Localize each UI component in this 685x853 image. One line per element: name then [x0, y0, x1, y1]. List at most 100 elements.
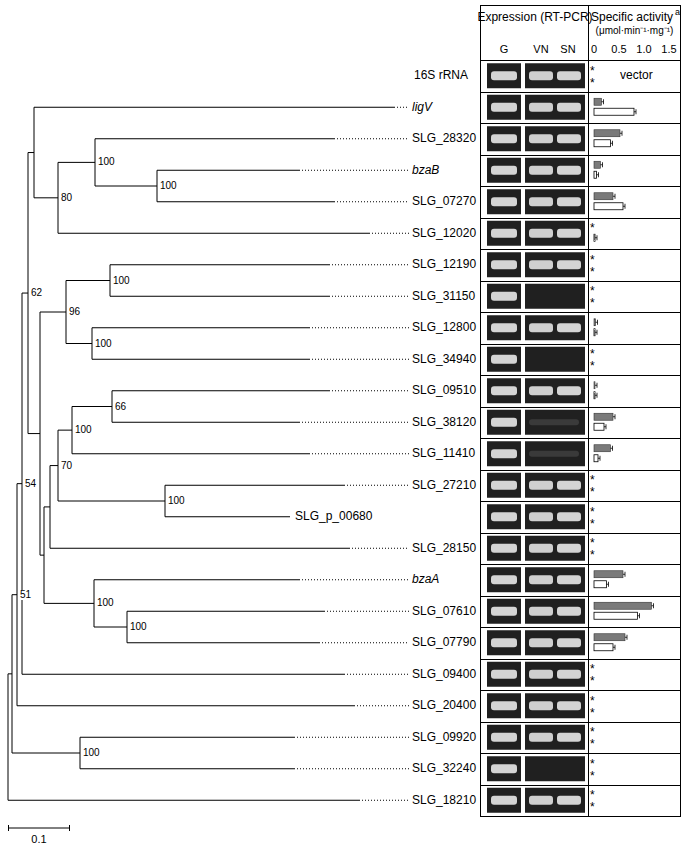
table-row-line [480, 407, 681, 408]
bar-gray [594, 193, 613, 200]
gel-image [487, 630, 521, 655]
gene-label: SLG_09400 [412, 668, 476, 680]
gel-band [557, 512, 581, 521]
tree-branch [165, 516, 290, 517]
bar-white [594, 423, 604, 430]
tree-branch [157, 201, 335, 202]
gel-band [557, 575, 581, 584]
gel-image [525, 221, 585, 246]
gel-image [487, 221, 521, 246]
tree-branch [44, 603, 94, 604]
tree-branch [165, 485, 345, 486]
tree-branch [80, 737, 295, 738]
tree-branch [28, 152, 34, 153]
bootstrap-value: 100 [112, 276, 131, 286]
leader-dots [302, 579, 409, 580]
gene-label: 16S rRNA [414, 69, 468, 81]
footnote-mark: a [675, 8, 680, 17]
header-cell: Expression (RT-PCR)GVNSN [480, 5, 589, 61]
error-bar [612, 141, 613, 146]
table-row-line [480, 438, 681, 439]
gel-image [487, 63, 521, 88]
unit-label: (μmol·min⁻¹·mg⁻¹) [596, 26, 674, 36]
gel-band [557, 71, 581, 80]
table-row-line [480, 785, 681, 786]
not-detected-mark: * [590, 222, 595, 234]
gel-image [487, 599, 521, 624]
bootstrap-value: 100 [159, 181, 178, 191]
not-detected-mark: * [590, 360, 595, 372]
scale-bar [69, 825, 70, 831]
leader-dots [312, 359, 409, 360]
gel-image [487, 473, 521, 498]
table-row-line [480, 753, 681, 754]
table-row-line [480, 281, 681, 282]
error-bar [606, 424, 607, 429]
gel-band [557, 481, 581, 490]
not-detected-mark: * [590, 801, 595, 813]
tree-branch [58, 162, 95, 163]
tree-branch [34, 107, 395, 108]
gel-band [491, 449, 517, 458]
tree-branch [112, 390, 330, 391]
gene-label: SLG_12800 [412, 321, 476, 333]
lane-label: VN [533, 44, 548, 55]
gel-band [491, 197, 517, 206]
bootstrap-value: 100 [167, 496, 186, 506]
gel-image [487, 315, 521, 340]
gel-band [529, 670, 553, 679]
gel-image [487, 504, 521, 529]
error-bar [636, 109, 637, 114]
table-row-line [480, 375, 681, 376]
gel-band [557, 796, 581, 805]
gel-band [557, 103, 581, 112]
column-header: Specific activity [591, 11, 673, 23]
tree-branch [50, 548, 350, 549]
header-cell: Specific activitya(μmol·min⁻¹·mg⁻¹)00.51… [588, 5, 681, 61]
gel-band [557, 229, 581, 238]
axis-tick-label: 1.0 [636, 44, 651, 55]
table-row-line [480, 659, 681, 660]
not-detected-mark: * [590, 758, 595, 770]
gel-band [491, 733, 517, 742]
error-bar [615, 645, 616, 650]
leader-dots [332, 264, 409, 265]
tree-branch [110, 264, 330, 265]
error-bar [597, 235, 598, 240]
tree-branch [72, 453, 310, 454]
bar-gray [594, 602, 652, 609]
gel-band [529, 419, 579, 425]
gel-image [525, 599, 585, 624]
leader-dots [312, 453, 409, 454]
gel-image [487, 284, 521, 309]
leader-dots [372, 233, 409, 234]
gene-label: SLG_31150 [412, 290, 475, 302]
gel-band [529, 229, 553, 238]
gel-band [529, 512, 553, 521]
gene-label: SLG_12190 [412, 258, 476, 270]
gel-image [525, 378, 585, 403]
bar-gray [594, 130, 620, 137]
gel-image [525, 504, 585, 529]
not-detected-mark: * [590, 663, 595, 675]
leader-dots [302, 170, 409, 171]
not-detected-mark: * [590, 474, 595, 486]
gene-label: SLG_09510 [412, 384, 476, 396]
leader-dots [312, 327, 409, 328]
gel-band [491, 701, 517, 710]
gel-image [525, 756, 585, 781]
gel-band [557, 638, 581, 647]
gel-band [491, 638, 517, 647]
bar-white [594, 140, 611, 147]
table-row-line [480, 470, 681, 471]
gel-band [491, 134, 517, 143]
gene-label: SLG_07790 [412, 636, 476, 648]
gel-band [491, 764, 517, 773]
bootstrap-value: 100 [74, 425, 93, 435]
gel-image [525, 284, 585, 309]
gel-band [557, 544, 581, 553]
leader-dots [337, 201, 409, 202]
leader-dots [337, 138, 409, 139]
gel-band [491, 292, 517, 301]
tree-branch [12, 753, 80, 754]
